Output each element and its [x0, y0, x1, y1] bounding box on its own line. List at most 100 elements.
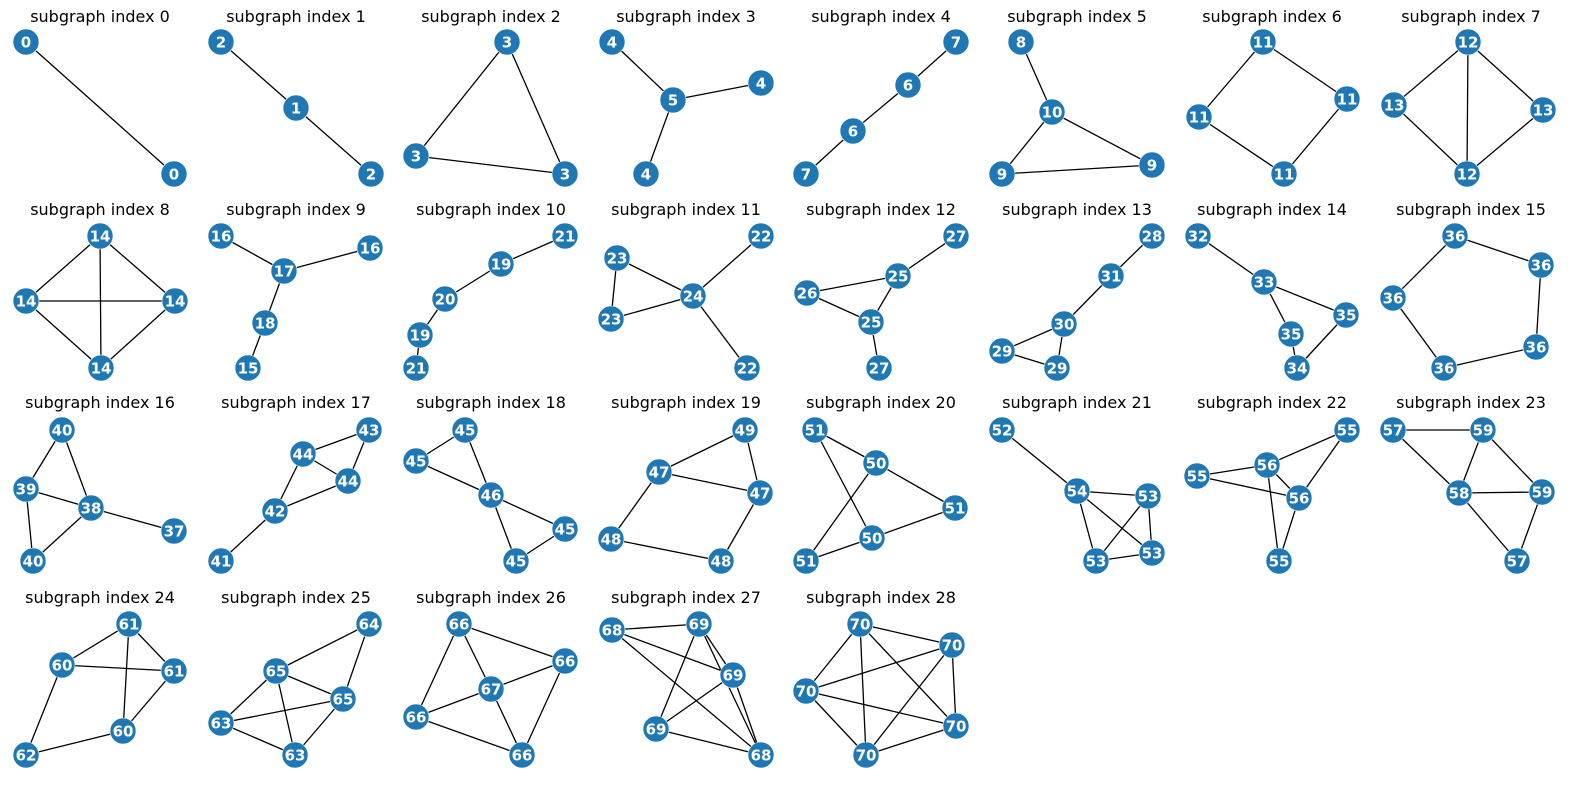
node-circle [551, 515, 579, 543]
graph-node: 11 [1270, 160, 1298, 188]
node-label: 51 [945, 500, 966, 518]
graph-node: 7 [942, 28, 970, 56]
graph-node: 11 [1333, 85, 1361, 113]
graph-node: 55 [1183, 462, 1211, 490]
node-circle [942, 222, 970, 250]
graph-edge [692, 235, 762, 297]
graph-edge [99, 235, 102, 369]
node-circle [707, 547, 735, 575]
node-label: 69 [646, 721, 667, 739]
panel-title: subgraph index 12 [806, 200, 956, 219]
node-circle [988, 160, 1016, 188]
node-circle [357, 160, 385, 188]
graph-node: 3 [402, 142, 430, 170]
node-circle [685, 610, 713, 638]
graph-node: 18 [251, 309, 279, 337]
graph-node: 51 [801, 416, 829, 444]
graph-node: 28 [1138, 222, 1166, 250]
graph-node: 15 [234, 354, 262, 382]
node-label: 44 [338, 473, 359, 491]
graph-node: 35 [1332, 301, 1360, 329]
graph-node: 4 [747, 69, 775, 97]
graph-node: 66 [508, 741, 536, 769]
node-circle [747, 741, 775, 769]
graph-edge [616, 257, 694, 297]
node-circle [1333, 416, 1361, 444]
node-label: 20 [435, 291, 456, 309]
graph-node: 40 [19, 547, 47, 575]
graph-node: 35 [1277, 320, 1305, 348]
node-circle [270, 257, 298, 285]
graph-node: 38 [77, 494, 105, 522]
graph-node: 43 [355, 416, 383, 444]
graph-edge [1466, 41, 1469, 175]
graph-node: 22 [733, 354, 761, 382]
graph-node: 69 [685, 610, 713, 638]
node-circle [793, 279, 821, 307]
node-label: 10 [1042, 104, 1063, 122]
panel-title: subgraph index 3 [616, 7, 756, 26]
node-label: 35 [1336, 307, 1357, 325]
graph-edge [61, 429, 92, 509]
graph-edge [871, 507, 956, 539]
node-circle [508, 741, 536, 769]
node-circle [645, 458, 673, 486]
graph-node: 59 [1528, 478, 1556, 506]
node-label: 21 [406, 360, 427, 378]
node-circle [86, 222, 114, 250]
node-circle [431, 285, 459, 313]
node-label: 47 [649, 464, 670, 482]
graph-edge [951, 644, 957, 727]
graph-node: 23 [603, 244, 631, 272]
graph-node: 60 [109, 717, 137, 745]
graph-node: 60 [48, 651, 76, 679]
graph-node: 66 [402, 703, 430, 731]
graph-edge [1393, 104, 1468, 175]
node-label: 69 [689, 616, 710, 634]
graph-node: 36 [1522, 333, 1550, 361]
node-label: 55 [1337, 422, 1358, 440]
node-circle [679, 282, 707, 310]
graph-edge [610, 471, 660, 540]
node-label: 68 [751, 747, 772, 765]
node-circle [1063, 477, 1091, 505]
node-circle [1270, 160, 1298, 188]
node-label: 55 [1269, 553, 1290, 571]
graph-edge [805, 690, 957, 727]
node-label: 13 [1384, 97, 1405, 115]
panel-title: subgraph index 15 [1396, 200, 1546, 219]
graph-node: 11 [1185, 103, 1213, 131]
node-circle [48, 651, 76, 679]
node-circle [942, 28, 970, 56]
graph-edge [805, 623, 861, 692]
node-circle [597, 305, 625, 333]
graph-edge [1076, 490, 1153, 554]
node-label: 69 [723, 667, 744, 685]
graph-node: 45 [451, 416, 479, 444]
graph-edge [732, 674, 762, 756]
node-circle [234, 354, 262, 382]
node-circle [261, 497, 289, 525]
node-circle [1082, 547, 1110, 575]
node-label: 7 [801, 166, 811, 184]
graph-node: 7 [792, 160, 820, 188]
graph-edge [415, 716, 523, 756]
graph-node: 48 [707, 547, 735, 575]
node-circle [1183, 462, 1211, 490]
graph-node: 16 [356, 234, 384, 262]
graph-edge [1458, 492, 1518, 562]
node-circle [12, 741, 40, 769]
graph-edge [655, 728, 762, 756]
node-label: 15 [238, 360, 259, 378]
panel-title: subgraph index 9 [226, 200, 366, 219]
node-label: 8 [1016, 34, 1026, 52]
graph-node: 29 [988, 337, 1016, 365]
graph-node: 48 [597, 525, 625, 553]
graph-node: 70 [938, 631, 966, 659]
